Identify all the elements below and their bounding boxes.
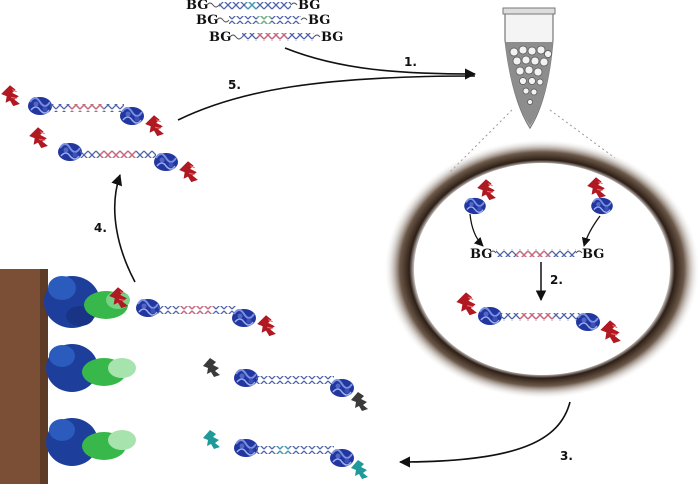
droplet-conjugate xyxy=(455,291,622,344)
bg-label: BG xyxy=(321,30,343,45)
unbound-construct-black xyxy=(203,358,368,411)
arrow-step-4 xyxy=(111,173,136,283)
surface-edge xyxy=(40,269,48,484)
target-protein-bottom xyxy=(46,418,136,466)
step-label-3: 3. xyxy=(560,449,573,463)
step-label-4: 4. xyxy=(94,221,107,235)
target-protein-middle xyxy=(46,344,136,392)
arrow-step-5 xyxy=(177,75,476,121)
arrow-step-3 xyxy=(398,401,571,468)
arrow-step-1 xyxy=(284,47,477,80)
droplet-bg-dna: BG BG xyxy=(470,247,604,262)
bg-label: BG xyxy=(470,247,492,262)
bg-label: BG xyxy=(298,0,320,13)
zoom-line-right xyxy=(549,109,616,159)
step-label-2: 2. xyxy=(550,273,563,287)
arrow-binding-left xyxy=(469,213,484,247)
unbound-construct-teal xyxy=(203,430,368,479)
bg-label: BG xyxy=(186,0,208,13)
bg-dna-construct-1: BG BG xyxy=(186,0,320,13)
eluted-construct-2 xyxy=(28,126,199,183)
bg-label: BG xyxy=(209,30,231,45)
bg-dna-construct-3: BG BG xyxy=(209,30,343,45)
bound-construct-red xyxy=(108,286,277,337)
arrow-binding-right xyxy=(581,215,601,247)
step-label-5: 5. xyxy=(228,78,241,92)
bg-label: BG xyxy=(582,247,604,262)
microcentrifuge-tube-icon xyxy=(502,7,556,130)
eluted-construct-1 xyxy=(0,84,165,137)
bg-dna-construct-2: BG BG xyxy=(196,13,330,28)
bg-label: BG xyxy=(196,13,218,28)
bg-label: BG xyxy=(308,13,330,28)
emulsion-droplet-icon xyxy=(384,139,700,399)
step-label-1: 1. xyxy=(404,55,417,69)
